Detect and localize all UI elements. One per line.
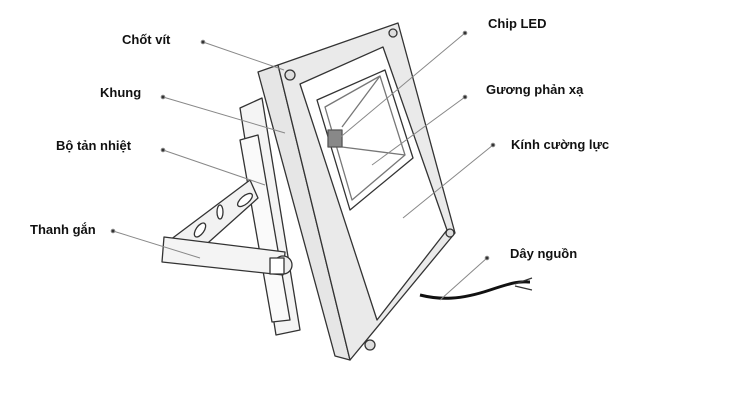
label-chip-led: Chip LED <box>488 16 547 31</box>
power-cable <box>419 280 531 300</box>
screw <box>284 69 296 81</box>
label-thanh-gan: Thanh gắn <box>30 222 96 237</box>
label-khung: Khung <box>100 85 142 100</box>
led-chip <box>327 129 343 148</box>
label-day-nguon: Dây nguồn <box>510 246 578 261</box>
label-guong-phan-xa: Gương phản xạ <box>486 82 584 97</box>
label-kinh-cuong-luc: Kính cường lực <box>511 137 610 152</box>
label-bo-tan-nhiet: Bộ tản nhiệt <box>56 138 132 153</box>
label-chot-vit: Chốt vít <box>122 32 171 47</box>
